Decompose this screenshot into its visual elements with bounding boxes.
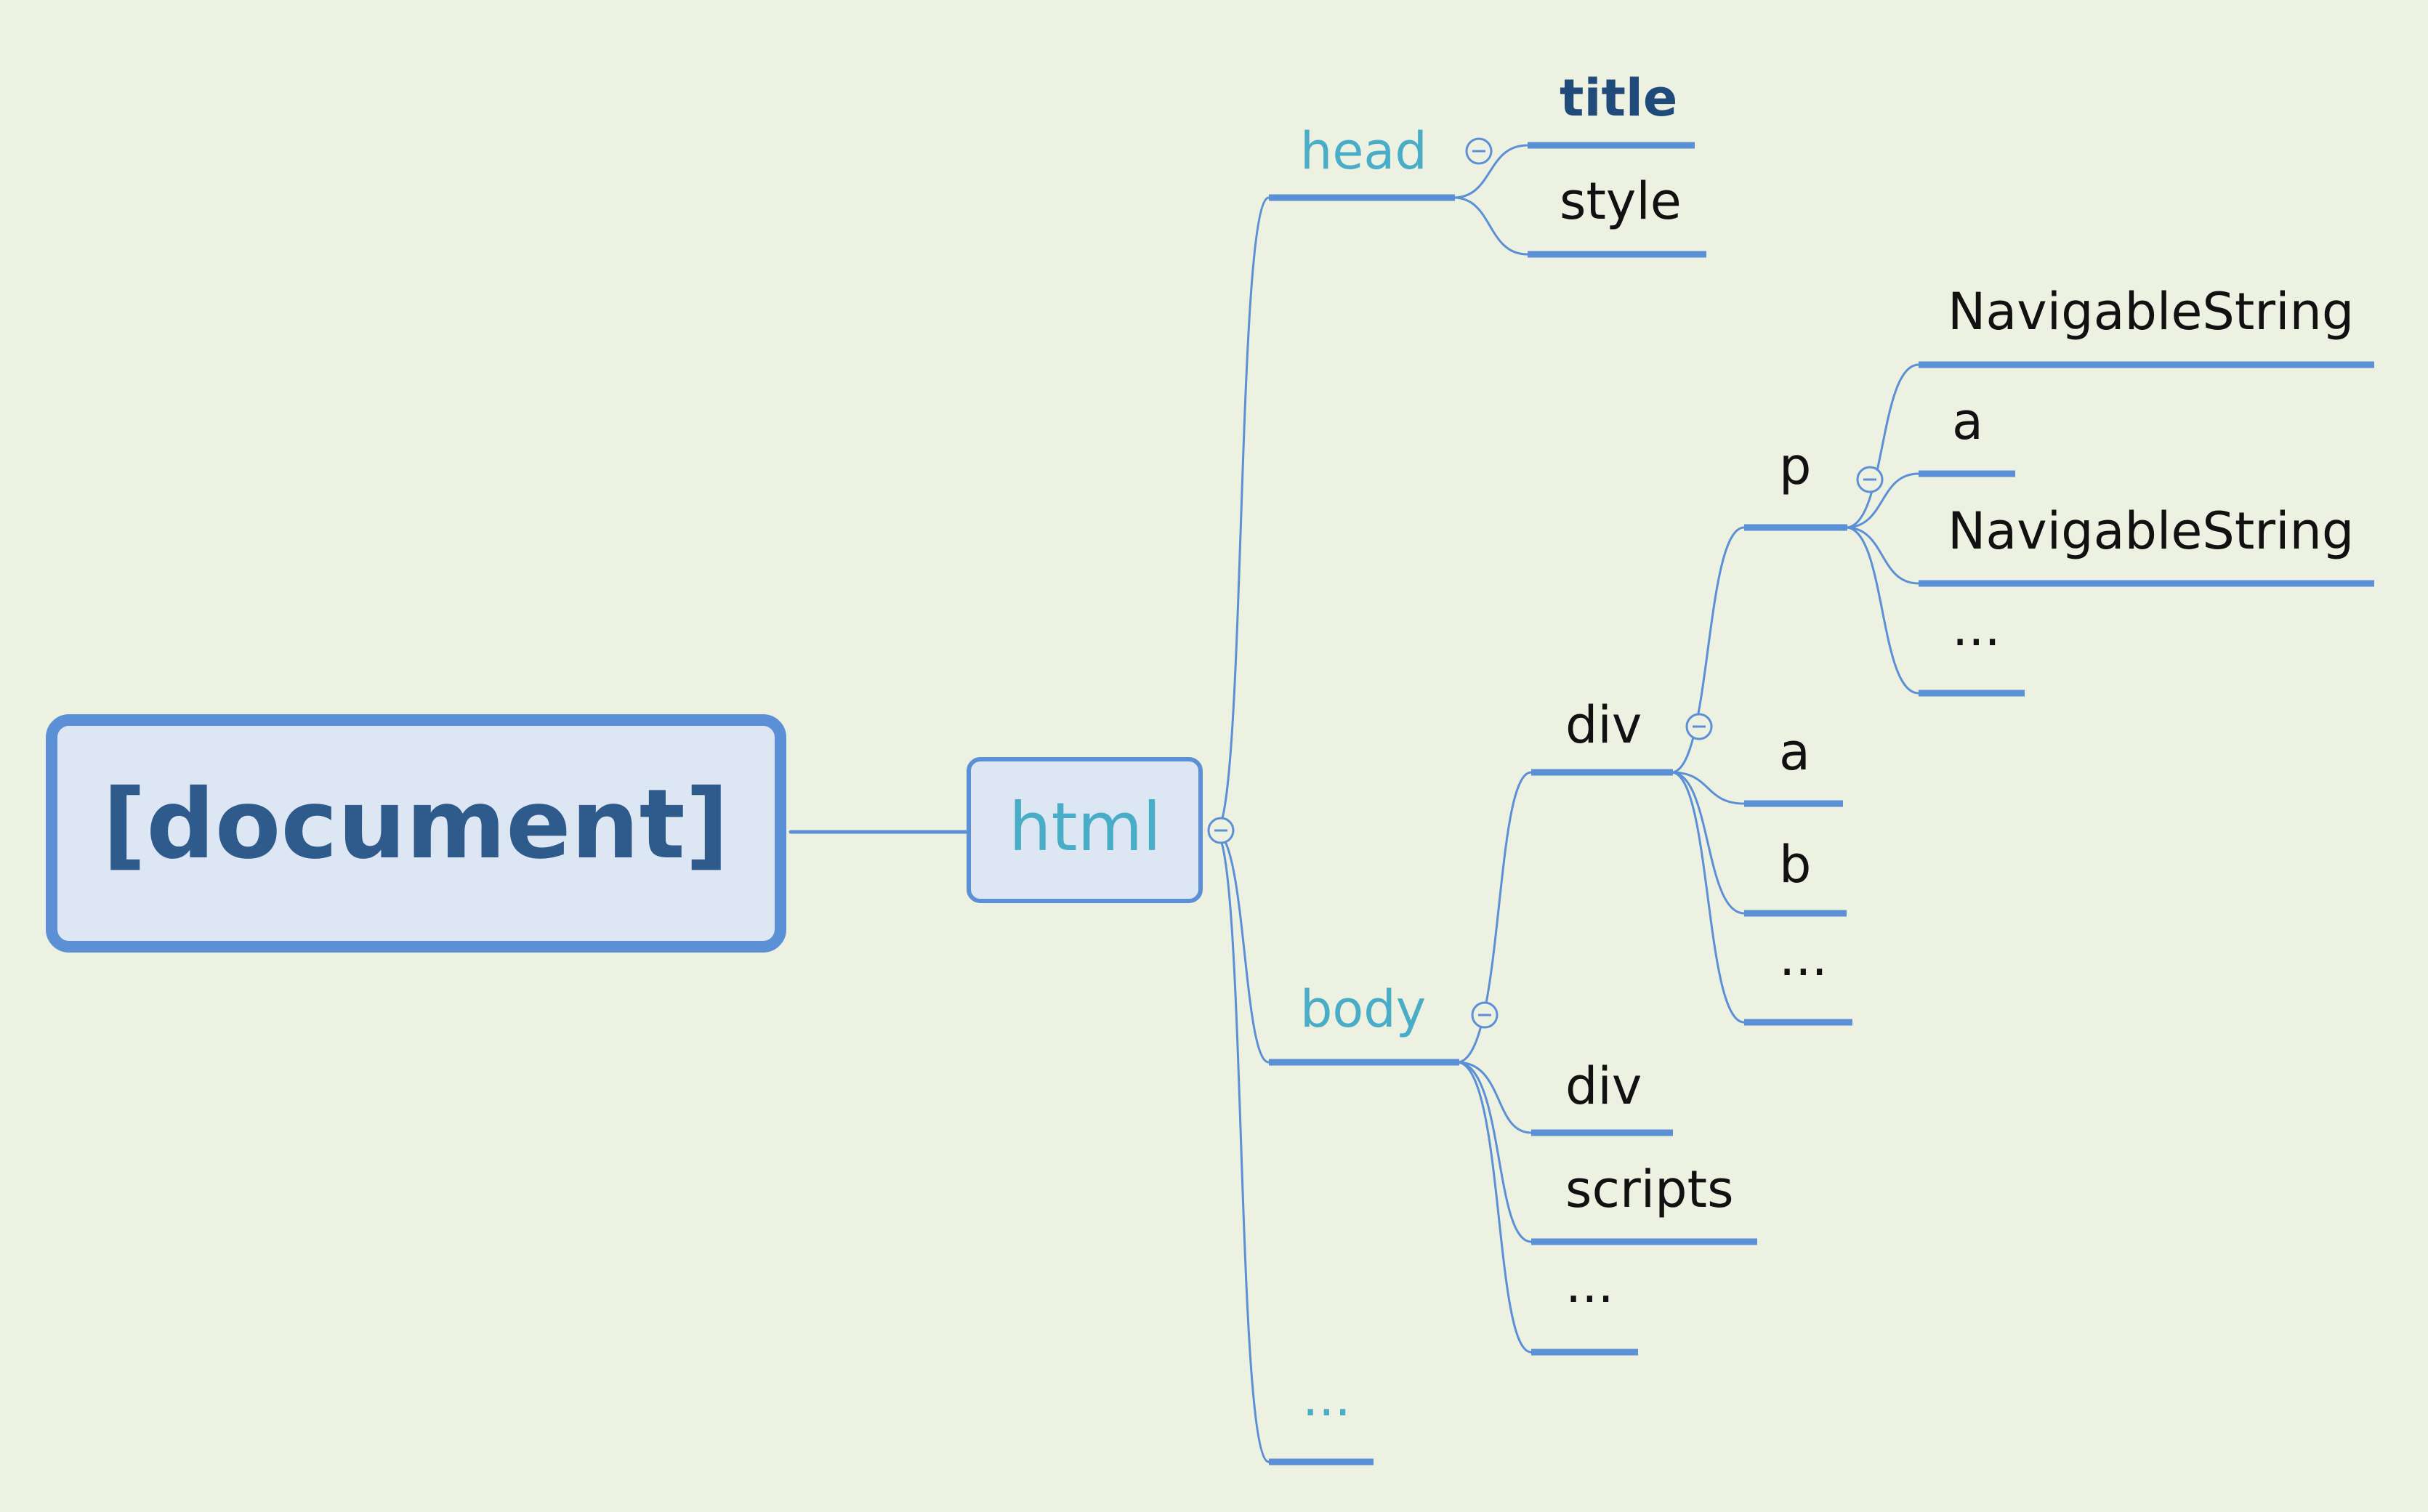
link-div-p: [1670, 526, 1746, 774]
link-html-head: [1214, 196, 1270, 833]
link-head-style: [1452, 196, 1529, 256]
div-more-label[interactable]: ...: [1779, 928, 1828, 987]
navstring2-node-label[interactable]: NavigableString: [1948, 501, 2354, 561]
div-a-node-label[interactable]: a: [1779, 722, 1810, 782]
html-node-label: html: [1009, 788, 1161, 866]
link-html-body: [1214, 830, 1270, 1064]
link-div-more: [1670, 771, 1746, 1024]
html-more-label[interactable]: ...: [1302, 1368, 1351, 1428]
style-node-label[interactable]: style: [1560, 171, 1682, 231]
html-node-box[interactable]: [967, 757, 1203, 903]
body-node-label[interactable]: body: [1300, 979, 1426, 1039]
link-p-navstring2: [1844, 526, 1920, 585]
link-body-more: [1456, 1061, 1533, 1354]
p-node-label[interactable]: p: [1779, 437, 1811, 496]
head-node-label[interactable]: head: [1300, 121, 1427, 181]
link-p-a: [1844, 472, 1920, 529]
scripts-node-label[interactable]: scripts: [1565, 1160, 1734, 1219]
document-root-box[interactable]: [46, 714, 786, 953]
link-div-b: [1670, 771, 1746, 915]
title-node-label[interactable]: title: [1560, 68, 1677, 128]
link-p-navstring1: [1844, 363, 1920, 529]
body-more-label[interactable]: ...: [1565, 1255, 1614, 1314]
link-body-div2: [1456, 1061, 1533, 1134]
link-head-title: [1452, 144, 1529, 199]
div-node-label[interactable]: div: [1565, 695, 1642, 755]
link-p-more: [1844, 526, 1920, 695]
p-a-node-label[interactable]: a: [1952, 392, 1983, 451]
div2-node-label[interactable]: div: [1565, 1056, 1642, 1116]
document-root-label: [document]: [102, 769, 729, 881]
navstring1-node-label[interactable]: NavigableString: [1948, 282, 2354, 341]
link-body-div: [1456, 771, 1533, 1064]
p-more-label[interactable]: ...: [1952, 598, 2001, 658]
link-div-a: [1670, 771, 1746, 805]
link-body-scripts: [1456, 1061, 1533, 1243]
link-html-more: [1214, 830, 1270, 1463]
div-b-node-label[interactable]: b: [1779, 835, 1811, 894]
